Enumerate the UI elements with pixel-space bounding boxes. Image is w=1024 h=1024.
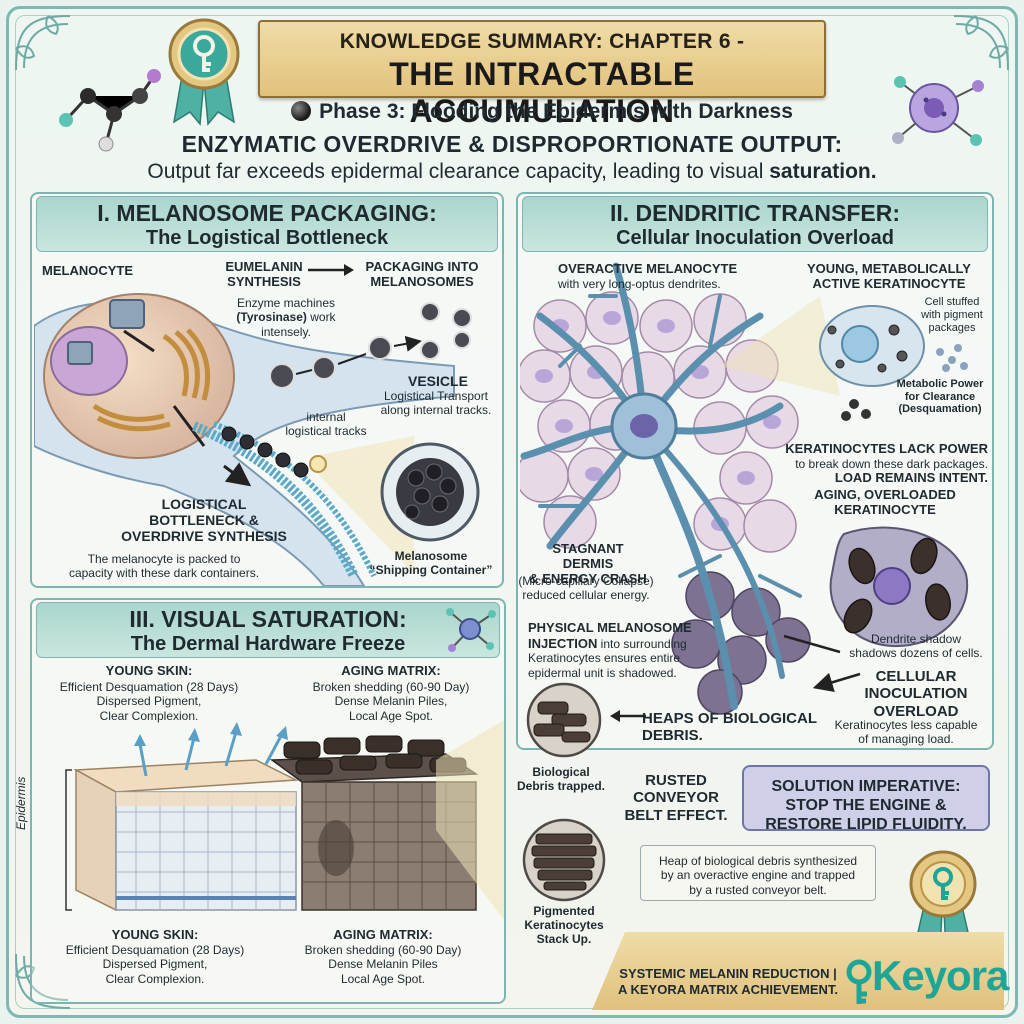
- footer-banner: [592, 932, 1004, 1010]
- label-bottleneck: LOGISTICAL BOTTLENECK & OVERDRIVE SYNTHE…: [121, 496, 287, 545]
- subline-text: Output far exceeds epidermal clearance c…: [147, 160, 770, 183]
- subline-bold: saturation.: [769, 160, 877, 183]
- stagnant-description: (Micro-capillary Collapse) reduced cellu…: [518, 574, 654, 603]
- keyora-key-icon: [846, 959, 872, 1004]
- page-title: THE INTRACTABLE ACCUMULATION: [389, 56, 695, 129]
- solution-box: SOLUTION IMPERATIVE: STOP THE ENGINE & R…: [742, 765, 990, 833]
- label-aging-keratinocyte: AGING, OVERLOADED KERATINOCYTE: [814, 487, 956, 517]
- label-internal-tracks: internal logistical tracks: [285, 410, 367, 439]
- overactive-description: with very long-optus dendrites.: [558, 277, 721, 291]
- label-debris-trapped: Biological Debris trapped.: [516, 765, 606, 793]
- melanocyte-illustration: [34, 293, 480, 586]
- subline: Output far exceeds epidermal clearance c…: [20, 160, 1004, 184]
- label-epidermis: Epidermis: [14, 776, 28, 830]
- lack-description: to break down these dark packages.: [795, 457, 988, 471]
- corner-ornament-bottom-left: [15, 953, 71, 1009]
- label-stagnant-dermis: STAGNANT DERMIS & ENERGY CRASH: [529, 541, 647, 586]
- shadow-note: Dendrite shadow shadows dozens of cells.: [849, 632, 983, 661]
- injection-bold: PHYSICAL MELANOSOME INJECTION: [528, 620, 692, 651]
- panel1-subtitle: The Logistical Bottleneck: [145, 227, 389, 249]
- corner-ornament-top-right: [953, 15, 1009, 71]
- label-cellular-inoculation: CELLULAR INOCULATION OVERLOAD: [864, 668, 968, 720]
- headline: ENZYMATIC OVERDRIVE & DISPROPORTIONATE O…: [181, 131, 843, 157]
- enzyme-note: Enzyme machines (Tyrosinase) work intens…: [226, 296, 346, 339]
- enzyme-text-post: work intensely.: [261, 310, 336, 339]
- label-young-keratinocyte: YOUNG, METABOLICALLY ACTIVE KERATINOCYTE: [807, 261, 971, 291]
- enzyme-text-bold: (Tyrosinase): [236, 310, 307, 325]
- injection-text: into surrounding Keratinocytes ensures e…: [528, 636, 687, 680]
- key-medal-icon: [168, 18, 240, 126]
- young-skin-top-text: Efficient Desquamation (28 Days) Dispers…: [59, 680, 239, 723]
- enzyme-text-pre: Enzyme machines: [236, 296, 336, 310]
- arrow-right-icon: [308, 264, 354, 276]
- label-overactive-melanocyte: OVERACTIVE MELANOCYTE: [558, 261, 738, 276]
- label-rusted-conveyor: RUSTED CONVEYOR BELT EFFECT.: [624, 772, 728, 824]
- inoculation-description: Keratinocytes less capable of managing l…: [834, 718, 978, 747]
- label-aging-matrix-bottom: AGING MATRIX:: [333, 927, 433, 942]
- label-shipping-container: Melanosome “Shipping Container”: [369, 549, 493, 577]
- panel3-title: III. VISUAL SATURATION:: [129, 606, 407, 632]
- label-load-remains: LOAD REMAINS INTENT.: [834, 470, 988, 485]
- cell-molecule-icon: [892, 76, 984, 146]
- aging-matrix-top-text: Broken shedding (60-90 Day) Dense Melani…: [312, 680, 470, 723]
- label-heaps-debris: HEAPS OF BIOLOGICAL DEBRIS.: [642, 710, 818, 745]
- label-aging-matrix-top: AGING MATRIX:: [341, 663, 441, 678]
- metabolic-note: Metabolic Power for Clearance (Desquamat…: [896, 378, 984, 416]
- panel2-header: II. DENDRITIC TRANSFER: Cellular Inocula…: [522, 196, 988, 252]
- stuffed-note: Cell stuffed with pigment packages: [921, 296, 983, 335]
- keyora-logo: Keyora: [872, 952, 1009, 999]
- phase-text: Phase 3: Flooding the Epidermis with Dar…: [319, 100, 793, 123]
- young-skin-bottom-text: Efficient Desquamation (28 Days) Dispers…: [65, 943, 245, 986]
- injection-note: PHYSICAL MELANOSOME INJECTION into surro…: [528, 620, 714, 680]
- vesicle-description: Logistical Transport along internal trac…: [380, 389, 492, 418]
- chapter-label: KNOWLEDGE SUMMARY: CHAPTER 6 -: [339, 30, 745, 53]
- panel1-title: I. MELANOSOME PACKAGING:: [97, 200, 437, 226]
- label-young-skin-top: YOUNG SKIN:: [105, 663, 193, 678]
- skin-cross-section-illustration: [65, 720, 504, 920]
- dendrite-illustration: [520, 262, 969, 715]
- molecule-small-icon: [446, 608, 496, 652]
- footer-text: SYSTEMIC MELANIN REDUCTION | A KEYORA MA…: [617, 966, 839, 998]
- dark-sphere-icon: [291, 101, 312, 121]
- label-pigmented-stack: Pigmented Keratinocytes Stack Up.: [524, 904, 604, 946]
- aging-matrix-bottom-text: Broken shedding (60-90 Day) Dense Melani…: [304, 943, 462, 986]
- label-lack-power: KERATINOCYTES LACK POWER: [785, 441, 988, 456]
- panel1-header: I. MELANOSOME PACKAGING: The Logistical …: [36, 196, 498, 252]
- panel2-subtitle: Cellular Inoculation Overload: [616, 227, 894, 249]
- phase-heading: Phase 3: Flooding the Epidermis with Dar…: [262, 100, 822, 124]
- label-eumelanin: EUMELANIN SYNTHESIS: [225, 259, 303, 289]
- label-melanocyte: MELANOCYTE: [42, 263, 133, 278]
- debris-magnifiers-illustration: [522, 682, 606, 902]
- molecule-icon: [59, 69, 161, 152]
- arrow-left-icon: [610, 710, 646, 722]
- packed-description: The melanocyte is packed to capacity wit…: [68, 552, 260, 581]
- label-vesicle: VESICLE: [408, 373, 468, 389]
- panel2-title: II. DENDRITIC TRANSFER:: [609, 200, 901, 226]
- debris-callout: Heap of biological debris synthesized by…: [640, 845, 876, 901]
- corner-ornament-top-left: [15, 15, 71, 71]
- label-young-skin-bottom: YOUNG SKIN:: [111, 927, 199, 942]
- label-packaging: PACKAGING INTO MELANOSOMES: [365, 259, 479, 289]
- panel3-header: III. VISUAL SATURATION: The Dermal Hardw…: [36, 602, 500, 658]
- title-banner: KNOWLEDGE SUMMARY: CHAPTER 6 - THE INTRA…: [258, 20, 826, 129]
- panel3-subtitle: The Dermal Hardware Freeze: [130, 633, 406, 655]
